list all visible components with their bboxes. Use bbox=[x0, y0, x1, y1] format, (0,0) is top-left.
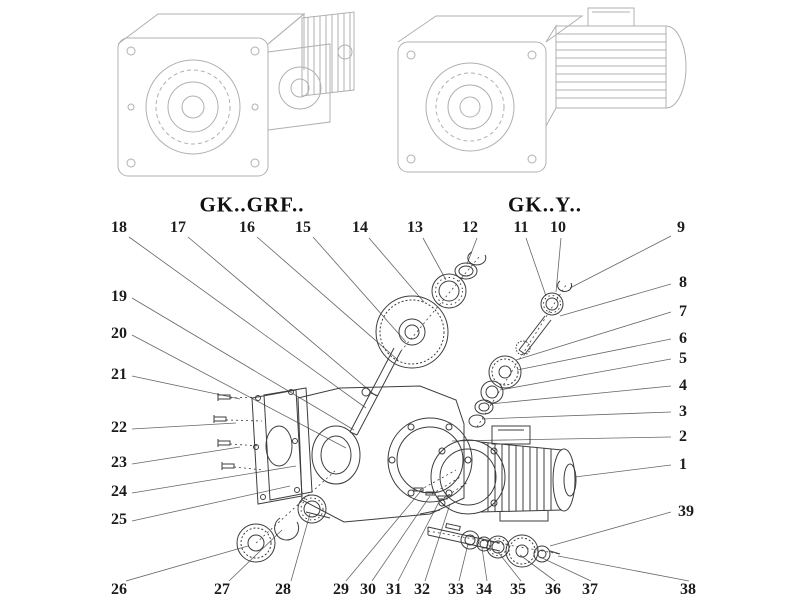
callout-19: 19 bbox=[111, 288, 127, 305]
callout-27: 27 bbox=[214, 581, 230, 598]
callout-6: 6 bbox=[679, 330, 687, 347]
callout-22: 22 bbox=[111, 419, 127, 436]
callout-21: 21 bbox=[111, 366, 127, 383]
callout-10: 10 bbox=[550, 219, 566, 236]
callout-39: 39 bbox=[678, 503, 694, 520]
callout-16: 16 bbox=[239, 219, 255, 236]
callout-37: 37 bbox=[582, 581, 598, 598]
callout-1: 1 bbox=[679, 456, 687, 473]
gear-housing-drawing bbox=[297, 385, 473, 523]
callout-36: 36 bbox=[545, 581, 561, 598]
callout-32: 32 bbox=[414, 581, 430, 598]
callout-14: 14 bbox=[352, 219, 368, 236]
callout-13: 13 bbox=[407, 219, 423, 236]
callout-5: 5 bbox=[679, 350, 687, 367]
cover-plate-drawing bbox=[251, 387, 313, 505]
callout-17: 17 bbox=[170, 219, 186, 236]
assembled-view-gky bbox=[397, 7, 687, 173]
assembly-axes bbox=[225, 256, 567, 555]
callout-7: 7 bbox=[679, 303, 687, 320]
exploded-view bbox=[213, 251, 577, 568]
callout-33: 33 bbox=[448, 581, 464, 598]
callout-12: 12 bbox=[462, 219, 478, 236]
gear-shaft-drawing bbox=[349, 295, 449, 436]
callout-3: 3 bbox=[679, 403, 687, 420]
input-gear-stack-drawing bbox=[468, 355, 522, 428]
callout-35: 35 bbox=[510, 581, 526, 598]
callout-8: 8 bbox=[679, 274, 687, 291]
callout-4: 4 bbox=[679, 377, 687, 394]
callout-18: 18 bbox=[111, 219, 127, 236]
lower-bearing-group-drawing bbox=[236, 494, 327, 563]
flange-bolts-drawing bbox=[413, 487, 448, 500]
cover-bolts-drawing bbox=[213, 393, 235, 470]
callout-38: 38 bbox=[680, 581, 696, 598]
callout-30: 30 bbox=[360, 581, 376, 598]
callout-2: 2 bbox=[679, 428, 687, 445]
callout-34: 34 bbox=[476, 581, 492, 598]
callout-31: 31 bbox=[386, 581, 402, 598]
variant-title-gky: GK..Y.. bbox=[508, 192, 582, 217]
callout-26: 26 bbox=[111, 581, 127, 598]
bearing-rings-drawing bbox=[431, 251, 487, 309]
callout-29: 29 bbox=[333, 581, 349, 598]
callout-11: 11 bbox=[513, 219, 529, 236]
callout-25: 25 bbox=[111, 511, 127, 528]
callout-20: 20 bbox=[111, 325, 127, 342]
callout-24: 24 bbox=[111, 483, 127, 500]
callout-28: 28 bbox=[275, 581, 291, 598]
input-shaft-drawing bbox=[515, 280, 573, 356]
callout-23: 23 bbox=[111, 454, 127, 471]
callout-15: 15 bbox=[295, 219, 311, 236]
leader-lines bbox=[125, 235, 690, 582]
callout-9: 9 bbox=[677, 219, 685, 236]
output-shaft-drawing bbox=[427, 522, 561, 568]
motor-drawing bbox=[430, 425, 577, 522]
variant-title-gkgrf: GK..GRF.. bbox=[199, 192, 305, 217]
assembled-view-gkgrf bbox=[117, 11, 355, 177]
